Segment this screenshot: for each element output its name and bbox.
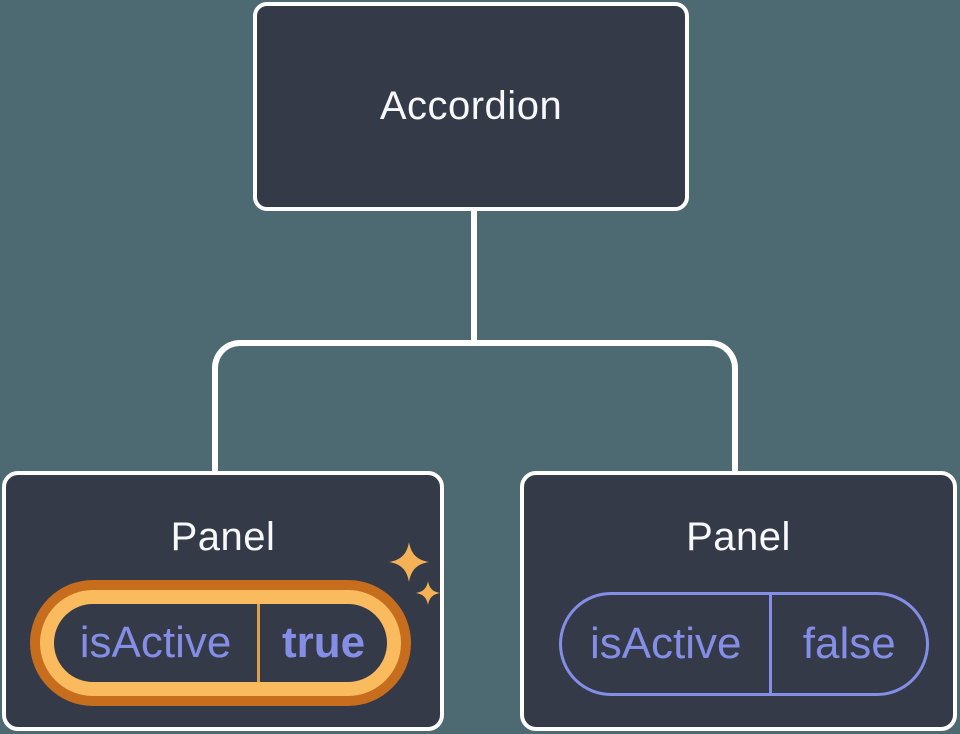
panel-node-label: Panel	[170, 515, 276, 559]
tree-connector-bracket	[212, 340, 738, 471]
panel-node-label: Panel	[686, 515, 791, 559]
panel-node-inactive: Panel isActive false	[520, 471, 957, 731]
accordion-node: Accordion	[253, 2, 689, 211]
state-pill-inactive: isActive false	[559, 592, 929, 696]
tree-connector-stem	[471, 209, 477, 342]
prop-name: isActive	[589, 619, 742, 668]
state-pill-active: isActive true	[40, 590, 401, 696]
accordion-node-label: Accordion	[379, 84, 563, 128]
panel-node-active: Panel isActive true	[2, 471, 444, 731]
prop-value: true	[282, 618, 366, 667]
prop-name: isActive	[79, 618, 232, 667]
pill-divider	[257, 604, 261, 682]
pill-divider	[769, 595, 773, 693]
sparkles-icon	[389, 542, 440, 605]
prop-value: false	[802, 619, 896, 668]
